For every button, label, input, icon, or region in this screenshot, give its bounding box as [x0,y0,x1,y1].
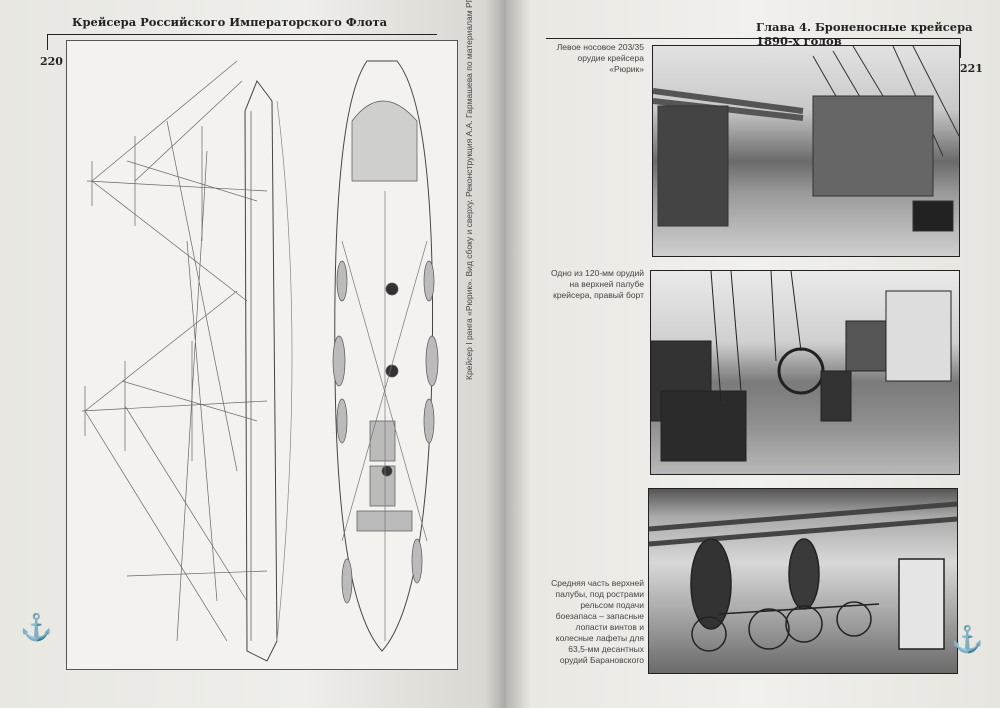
photo-120mm-gun [650,270,960,475]
header-rule-drop [47,34,48,50]
running-head-left: Крейсера Российского Императорского Флот… [72,15,388,29]
photo-caption-2: Одно из 120-мм орудий на верхней палубе … [550,268,644,300]
ship-drawing-frame [66,40,458,670]
left-page: Крейсера Российского Императорского Флот… [0,0,506,708]
page-number-left: 220 [40,55,63,68]
header-rule-drop [960,38,961,58]
right-page: Глава 4. Броненосные крейсера 1890-х год… [506,0,1000,708]
anchor-icon: ⚓ [20,612,53,642]
photo-caption-3: Средняя часть верхней палубы, под ростра… [551,578,644,665]
anchor-icon: ⚓ [951,624,984,654]
running-head-right: Глава 4. Броненосные крейсера 1890-х год… [756,20,973,48]
page-number-right: 221 [960,62,983,75]
photo-forward-gun [652,45,960,257]
header-rule [546,38,960,39]
header-rule [47,34,437,35]
photo-caption-1: Левое носовое 203/35 орудие крейсера «Рю… [556,42,644,74]
photo-middle-deck [648,488,958,674]
drawing-caption-vertical: Крейсер I ранга «Рюрик». Вид сбоку и све… [464,0,474,380]
ship-side-and-plan-drawing [81,60,439,662]
